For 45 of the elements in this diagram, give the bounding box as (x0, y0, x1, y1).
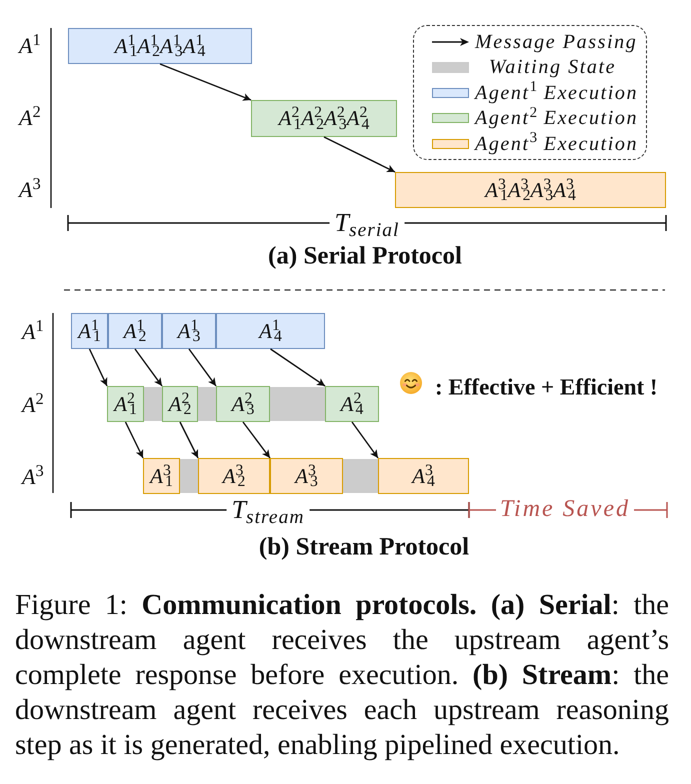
message-arrow (179, 422, 199, 458)
agent-row-label: A$^{1}$ (22, 321, 44, 343)
message-arrow (124, 422, 144, 458)
execution-step-box (162, 313, 216, 349)
execution-step-box (68, 28, 252, 64)
execution-step-box (143, 458, 180, 494)
subfigure-title: (b) Stream Protocol (258, 534, 470, 560)
note-text: : Effective + Efficient ! (435, 376, 658, 398)
execution-step-box (378, 458, 469, 494)
legend-label: Agent$^{3}$ Execution (475, 134, 638, 154)
waiting-bar (270, 387, 325, 421)
execution-step-box (71, 313, 108, 349)
execution-step-box (162, 386, 198, 422)
waiting-bar (343, 459, 378, 493)
agent-row-label: A$^{2}$ (22, 394, 44, 416)
execution-step-box (108, 313, 162, 349)
message-arrow (134, 348, 163, 386)
waiting-bar (144, 387, 162, 421)
message-arrow (324, 136, 396, 173)
subfigure-title: (a) Serial Protocol (268, 244, 462, 268)
execution-step-box (251, 100, 397, 137)
agent-row-label: A$^{2}$ (19, 107, 41, 129)
execution-step-box (198, 458, 270, 494)
message-arrow (270, 348, 326, 387)
execution-step-box (270, 458, 343, 494)
figure-caption: Figure 1: Communication protocols. (a) Serial: the downstream agent receives the upstream agent’s complete response before execution. (b) Stream: the downstream agent receives each upstream reasoning step as it is generated, enabling pipelined execution. (15, 588, 669, 763)
legend-label: Waiting State (488, 57, 618, 78)
execution-step-box (216, 313, 325, 349)
message-arrow (160, 63, 252, 101)
waiting-bar (180, 459, 198, 493)
message-arrow (351, 422, 379, 458)
execution-step-box (107, 386, 144, 422)
execution-step-box (325, 386, 379, 422)
legend-label: Message Passing (475, 32, 638, 52)
agent-row-label: A$^{3}$ (22, 466, 44, 488)
agent-row-label: A$^{3}$ (19, 179, 41, 201)
legend-label: Agent$^{2}$ Execution (475, 108, 638, 128)
message-arrow (188, 348, 217, 386)
legend-label: Agent$^{1}$ Execution (475, 82, 638, 103)
message-arrow (242, 422, 271, 458)
message-arrow (88, 348, 108, 386)
execution-step-box (395, 172, 666, 208)
execution-step-box (216, 386, 270, 422)
agent-row-label: A$^{1}$ (19, 35, 41, 57)
waiting-bar (198, 387, 216, 421)
